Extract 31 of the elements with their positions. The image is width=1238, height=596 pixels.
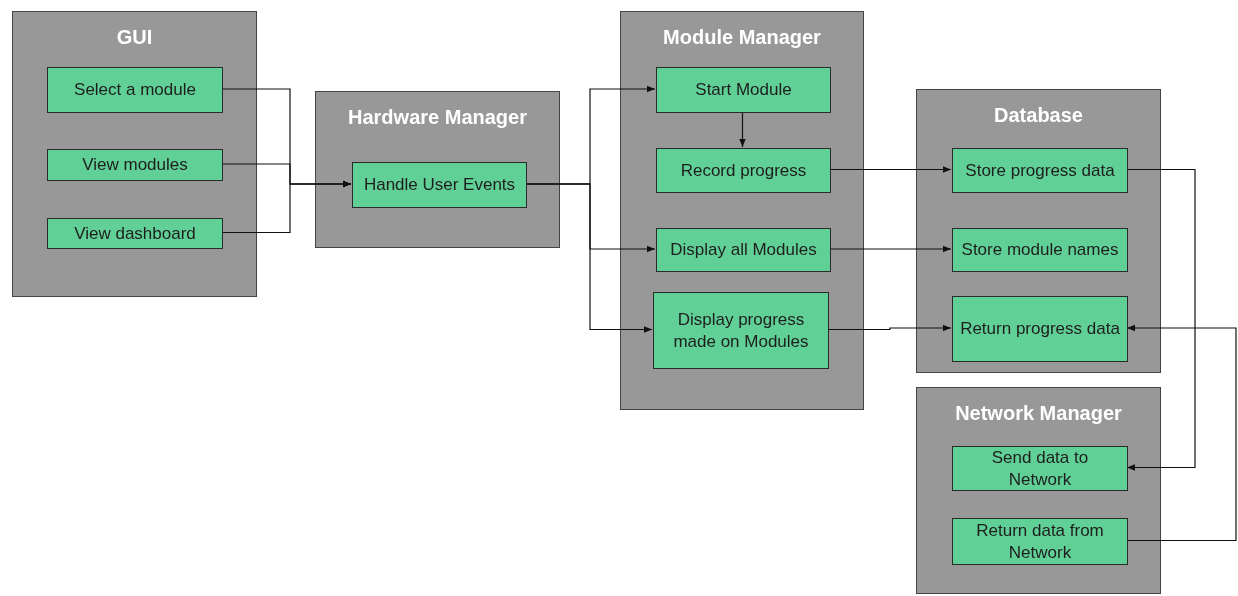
group-panel: [916, 89, 1161, 373]
process-box: View modules: [47, 149, 223, 181]
group-title: Module Manager: [663, 26, 821, 49]
arrow: [739, 111, 746, 148]
group-title: Network Manager: [955, 402, 1122, 425]
group-panel: [620, 11, 864, 410]
arrow: [1126, 324, 1237, 542]
arrow: [829, 245, 952, 253]
process-box: Return data from Network: [952, 518, 1128, 565]
arrow: [827, 324, 952, 332]
group-title: GUI: [116, 26, 153, 49]
process-box: Record progress: [656, 148, 831, 193]
process-box: Send data to Network: [952, 446, 1128, 491]
arrow: [1126, 168, 1196, 471]
process-box: Display progress made on Modules: [653, 292, 829, 369]
process-box: Store module names: [952, 228, 1128, 272]
process-box: Handle User Events: [352, 162, 527, 208]
group-panel: [315, 91, 560, 248]
process-box: Return progress data: [952, 296, 1128, 362]
process-box: Display all Modules: [656, 228, 831, 272]
process-box: View dashboard: [47, 218, 223, 249]
group-panel: [12, 11, 257, 297]
arrow: [829, 166, 952, 173]
arrow: [221, 180, 352, 234]
group-title: Database: [994, 104, 1083, 127]
group-panel: [916, 387, 1161, 594]
process-box: Store progress data: [952, 148, 1128, 193]
process-box: Start Module: [656, 67, 831, 113]
arrow: [525, 183, 653, 333]
group-title: Hardware Manager: [348, 106, 527, 129]
process-box: Select a module: [47, 67, 223, 113]
